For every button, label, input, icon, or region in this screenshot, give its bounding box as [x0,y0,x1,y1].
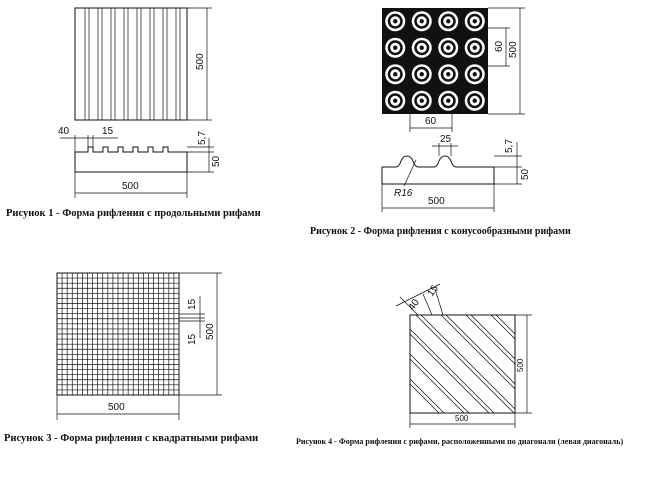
fig3-dim-rib [179,296,205,338]
fig3-dim-rib-a-label: 15 [187,298,198,310]
fig3-dim-width [56,395,180,420]
figure-4-caption: Рисунок 4 - Форма рифления с рифами, рас… [296,437,624,446]
figure-1-caption: Рисунок 1 - Форма рифления с продольными… [6,208,261,219]
fig3-dim-height [179,272,222,396]
cone-rib [419,72,424,77]
cone-rib [446,45,451,50]
fig2-dim-right [488,7,525,115]
fig2-dim-height-label: 500 [508,41,519,58]
fig2-dim-pitch-h-label: 60 [425,116,437,127]
cone-rib [446,19,451,24]
cone-rib [393,72,398,77]
fig1-dim-height-label: 500 [195,53,206,70]
fig1-dim-right [187,138,214,173]
cone-rib [472,45,477,50]
fig2-section-profile [381,155,495,185]
fig2-dim-thickness-label: 50 [520,168,531,180]
fig1-dim-thickness-label: 50 [211,155,222,167]
fig2-dim-pitch-v-label: 60 [494,40,505,52]
fig1-dim-edge-label: 40 [58,126,70,137]
fig2-dim-top [432,143,458,156]
fig3-square-grid [57,273,179,395]
fig2-dim-bottom-section [381,184,495,212]
cone-rib [393,45,398,50]
fig3-dim-width-label: 500 [108,402,125,413]
cone-rib [472,72,477,77]
figure-3: 15 15 500 500 [56,272,222,420]
fig4-dim-diagonal [395,283,444,316]
fig1-dim-bottom [74,172,188,198]
figure-1: 500 40 15 5,7 50 500 [58,7,222,198]
fig4-dim-height-label: 500 [516,358,525,372]
fig4-dim-width [409,413,516,428]
fig1-dim-top [60,135,118,152]
fig2-dim-section-width-label: 500 [428,196,445,207]
fig1-dim-height [187,7,212,121]
cone-rib [393,19,398,24]
fig2-dim-depth-label: 5,7 [504,139,515,153]
cone-rib [446,72,451,77]
fig2-dim-right-section [494,142,522,185]
fig3-dim-rib-b-label: 15 [187,333,198,345]
fig2-dim-top-label: 25 [440,134,452,145]
fig4-diagonal-ribs [410,315,515,413]
fig1-dim-section-width-label: 500 [122,181,139,192]
fig1-section-profile [74,146,188,173]
figure-2-caption: Рисунок 2 - Форма рифления с конусообраз… [310,226,571,237]
fig1-dim-groove-label: 15 [102,126,114,137]
figure-2: 500 60 60 25 5,7 50 R16 [381,7,531,212]
figure-3-caption: Рисунок 3 - Форма рифления с квадратными… [4,433,259,444]
fig4-dim-height [515,314,532,414]
cone-rib [393,98,398,103]
cone-rib [472,19,477,24]
fig1-plan-outline [74,7,188,121]
fig4-dim-rib-b-label: 15 [425,283,441,299]
fig2-radius-leader [403,159,417,187]
cone-rib [419,45,424,50]
fig1-dim-depth-label: 5,7 [197,131,208,145]
cone-rib [419,98,424,103]
fig2-dim-bottom [409,114,453,132]
fig2-radius-label: R16 [394,188,413,199]
fig3-dim-height-label: 500 [205,323,216,340]
cone-rib [446,98,451,103]
fig2-cone-ribs [385,11,485,111]
figure-4: 40 15 500 500 [395,283,532,428]
fig4-dim-width-label: 500 [455,414,469,423]
cone-rib [419,19,424,24]
cone-rib [472,98,477,103]
fig1-longitudinal-ribs [84,8,181,120]
